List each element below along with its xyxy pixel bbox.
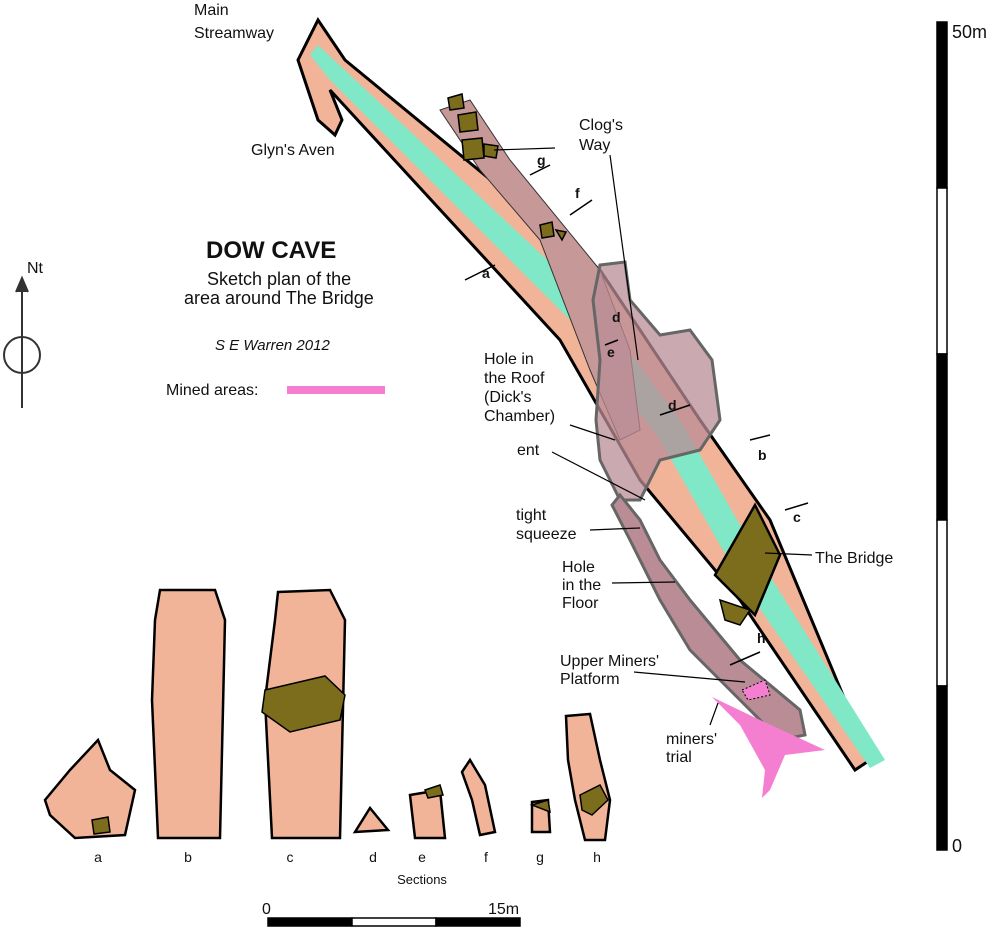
label-miners-trial: miners' (666, 731, 717, 748)
leader-lines (493, 147, 813, 726)
scale-start: 0 (262, 901, 271, 918)
section-marker-d1: d (612, 309, 621, 325)
section-marker-c: c (793, 509, 801, 525)
section-label-a: a (94, 849, 102, 865)
vertical-scale-bottom: 0 (952, 836, 962, 856)
map-title: DOW CAVE (206, 237, 336, 264)
map-subtitle-1: Sketch plan of the (207, 269, 351, 289)
section-f (460, 757, 497, 837)
label-main-streamway-2: Streamway (194, 25, 274, 42)
label-ent: ent (517, 442, 540, 459)
label-tight-squeeze: tight (516, 507, 547, 524)
author: S E Warren 2012 (215, 337, 330, 354)
horizontal-scale-bar (267, 917, 521, 927)
section-b (150, 588, 227, 840)
label-tight-squeeze-2: squeeze (516, 526, 577, 543)
section-marker-d2: d (668, 397, 677, 413)
section-h (564, 712, 612, 842)
section-label-e: e (418, 849, 426, 865)
label-main-streamway: Main (194, 2, 229, 19)
section-label-g: g (536, 849, 544, 865)
streamway (310, 45, 885, 768)
section-marker-h: h (757, 630, 766, 646)
section-label-d: d (369, 849, 377, 865)
dicks-chamber (591, 260, 722, 502)
label-clogs-way-2: Way (579, 137, 610, 154)
label-hole-floor-3: Floor (562, 595, 599, 612)
section-label-c: c (287, 849, 294, 865)
label-hole-roof-2: the Roof (484, 370, 545, 387)
section-d (352, 805, 391, 834)
label-hole-roof-4: Chamber) (484, 408, 555, 425)
mined-area (712, 697, 825, 798)
cross-sections (43, 588, 612, 842)
map-subtitle-2: area around The Bridge (184, 288, 374, 308)
section-label-f: f (484, 849, 488, 865)
the-bridge-boulder (713, 502, 782, 618)
label-the-bridge: The Bridge (815, 550, 893, 567)
legend-label: Mined areas: (166, 382, 259, 399)
label-hole-floor-2: in the (562, 577, 601, 594)
section-label-h: h (593, 849, 601, 865)
vertical-scale-top: 50m (952, 22, 987, 42)
label-upper-miners-platform: Upper Miners' (560, 653, 659, 670)
section-marker-b: b (758, 447, 767, 463)
label-miners-trial-2: trial (666, 749, 692, 766)
label-clogs-way: Clog's (579, 117, 623, 134)
label-hole-roof-3: (Dick's (484, 389, 532, 406)
section-label-b: b (184, 849, 192, 865)
north-arrow-icon (3, 275, 41, 408)
section-marker-f: f (575, 185, 580, 201)
section-boulders (91, 675, 609, 835)
section-a (43, 737, 137, 840)
label-upper-miners-platform-2: Platform (560, 671, 620, 688)
label-hole-floor: Hole (562, 559, 595, 576)
section-marker-a: a (482, 265, 490, 281)
vertical-scale-bar (936, 21, 948, 851)
label-hole-roof: Hole in (484, 351, 534, 368)
boulders (447, 93, 782, 626)
platform-hatch (741, 679, 771, 701)
sections-caption: Sections (397, 872, 447, 887)
section-marker-e: e (607, 344, 615, 360)
label-glyns-aven: Glyn's Aven (251, 142, 335, 159)
scale-end: 15m (488, 901, 519, 918)
section-marker-g: g (537, 152, 546, 168)
north-label: Nt (27, 260, 44, 277)
section-markers (464, 164, 809, 666)
